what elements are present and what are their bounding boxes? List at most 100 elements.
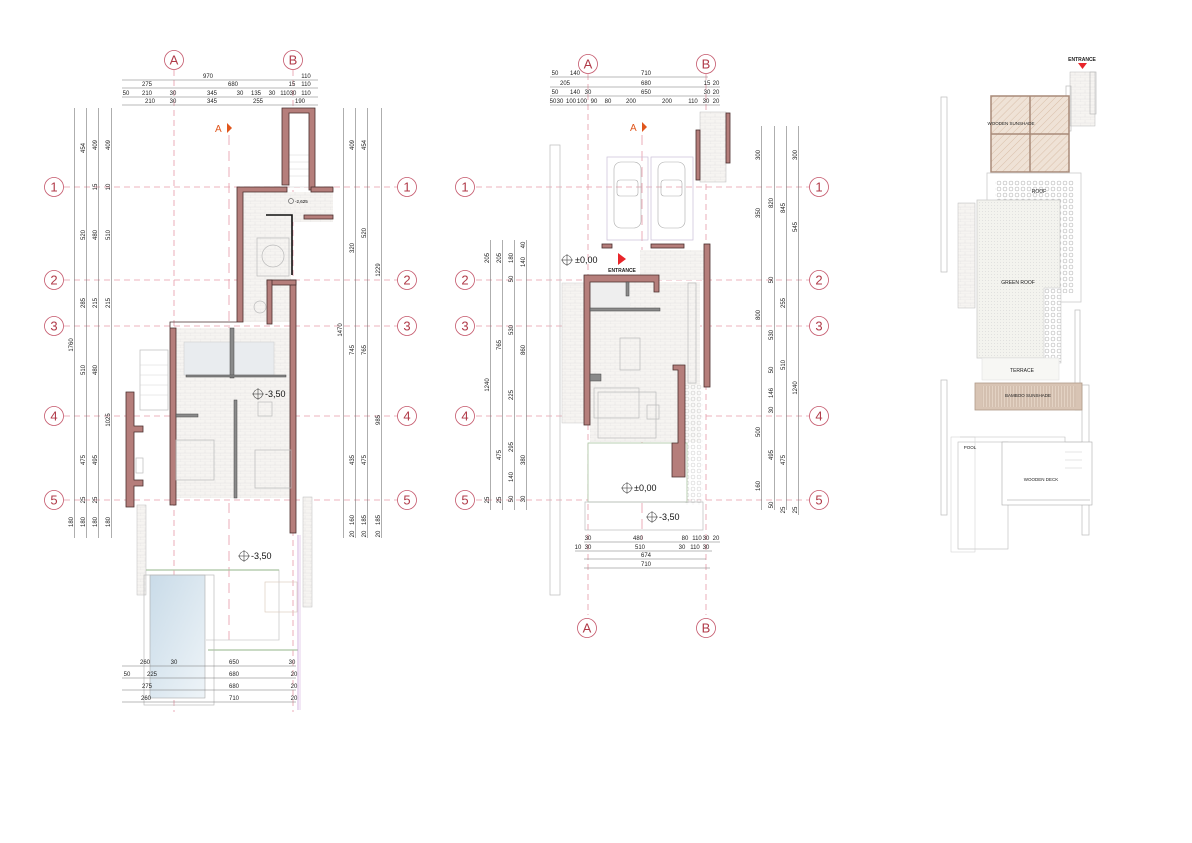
column-axis-marker: A bbox=[164, 50, 184, 70]
dimension-label: 80 bbox=[605, 99, 612, 105]
axis-label: 5 bbox=[461, 493, 468, 508]
entrance-arrow-icon bbox=[618, 253, 626, 265]
axis-bubble bbox=[164, 50, 184, 70]
axis-bubble bbox=[809, 177, 829, 197]
row-axis-marker: 1 bbox=[44, 177, 64, 197]
dimension-label: 30 bbox=[703, 545, 710, 551]
dimension-label: 110 bbox=[301, 74, 311, 80]
dimension-label: 30 bbox=[679, 545, 686, 551]
dimension-label: 50 bbox=[550, 99, 557, 105]
axis-label: 3 bbox=[461, 319, 468, 334]
dimension-label: 140 bbox=[570, 71, 581, 77]
dimension-label: 180 bbox=[509, 252, 515, 263]
dimension-label: 530 bbox=[509, 324, 515, 335]
axis-label: 1 bbox=[403, 180, 410, 195]
dimension-label: 215 bbox=[106, 297, 112, 308]
dimension-label: 475 bbox=[497, 449, 503, 460]
dimension-label: 845 bbox=[781, 202, 787, 213]
dimension-label: 260 bbox=[140, 660, 151, 666]
dimension-label: 15 bbox=[93, 183, 99, 190]
dimension-label: 495 bbox=[769, 449, 775, 460]
dimension-label: 475 bbox=[362, 454, 368, 465]
ground-level-plan bbox=[549, 111, 731, 596]
dimension-label: 146 bbox=[769, 387, 775, 398]
row-axis-marker: 2 bbox=[455, 270, 475, 290]
dimension-label: 160 bbox=[756, 480, 762, 491]
dimension-label: 205 bbox=[560, 81, 571, 87]
dimension-label: 40 bbox=[521, 241, 527, 248]
dimension-label: 180 bbox=[81, 516, 87, 527]
dimension-label: 215 bbox=[93, 297, 99, 308]
dimension-label: 20 bbox=[713, 90, 720, 96]
dimension-label: 1240 bbox=[793, 381, 799, 395]
row-axis-marker: 4 bbox=[455, 406, 475, 426]
dimension-label: 475 bbox=[781, 454, 787, 465]
roof-plan bbox=[940, 71, 1097, 553]
level-stair-text: -2,625 bbox=[295, 199, 308, 204]
dimension-label: 285 bbox=[81, 297, 87, 308]
row-axis-marker: 4 bbox=[809, 406, 829, 426]
dimension-label: 210 bbox=[145, 99, 156, 105]
dimension-label: 30 bbox=[171, 660, 178, 666]
axis-bubble bbox=[44, 490, 64, 510]
dimension-label: 520 bbox=[362, 227, 368, 238]
dimension-label: 50 bbox=[509, 495, 515, 502]
row-axis-marker: 3 bbox=[455, 316, 475, 336]
dimension-label: 510 bbox=[781, 359, 787, 370]
dimension-label: 345 bbox=[207, 91, 218, 97]
dimension-label: 30 bbox=[585, 545, 592, 551]
dimension-label: 190 bbox=[295, 99, 306, 105]
dimension-label: 820 bbox=[769, 197, 775, 208]
section-arrow-icon bbox=[227, 123, 232, 133]
dimension-label: 409 bbox=[106, 139, 112, 150]
dimension-label: 25 bbox=[497, 496, 503, 503]
dimension-label: 530 bbox=[769, 329, 775, 340]
axis-bubble bbox=[696, 618, 716, 638]
axis-bubble bbox=[44, 270, 64, 290]
dimension-label: 295 bbox=[509, 441, 515, 452]
dimension-label: 345 bbox=[207, 99, 218, 105]
axis-label: A bbox=[170, 53, 179, 68]
dimension-label: 80 bbox=[682, 536, 689, 542]
dimension-label: 205 bbox=[497, 252, 503, 263]
dimension-label: 680 bbox=[229, 684, 240, 690]
dimension-label: 495 bbox=[93, 454, 99, 465]
dimension-label: 135 bbox=[251, 91, 262, 97]
axis-label: 2 bbox=[403, 273, 410, 288]
dimension-label: 300 bbox=[793, 149, 799, 160]
axis-bubble bbox=[455, 177, 475, 197]
dimension-label: 200 bbox=[626, 99, 637, 105]
dimension-label: 25 bbox=[781, 506, 787, 513]
axis-label: 1 bbox=[461, 180, 468, 195]
dimension-label: 710 bbox=[229, 696, 240, 702]
dimension-label: 30 bbox=[557, 99, 564, 105]
axis-label: A bbox=[583, 621, 592, 636]
level-garden-text: -3,50 bbox=[251, 551, 272, 561]
axis-bubble bbox=[397, 316, 417, 336]
dimension-label: 185 bbox=[376, 514, 382, 525]
dimension-label: 30 bbox=[585, 536, 592, 542]
row-axis-marker: 1 bbox=[455, 177, 475, 197]
dimension-label: 745 bbox=[350, 344, 356, 355]
axis-label: 2 bbox=[461, 273, 468, 288]
axis-label: 5 bbox=[50, 493, 57, 508]
dimension-chain: 1470 bbox=[338, 108, 344, 538]
dimension-label: 510 bbox=[81, 364, 87, 375]
dimension-label: 200 bbox=[662, 99, 673, 105]
dimension-label: 25 bbox=[793, 506, 799, 513]
axis-bubble bbox=[809, 316, 829, 336]
dimension-label: 545 bbox=[793, 221, 799, 232]
dimension-label: 500 bbox=[756, 426, 762, 437]
axis-bubble bbox=[283, 50, 303, 70]
